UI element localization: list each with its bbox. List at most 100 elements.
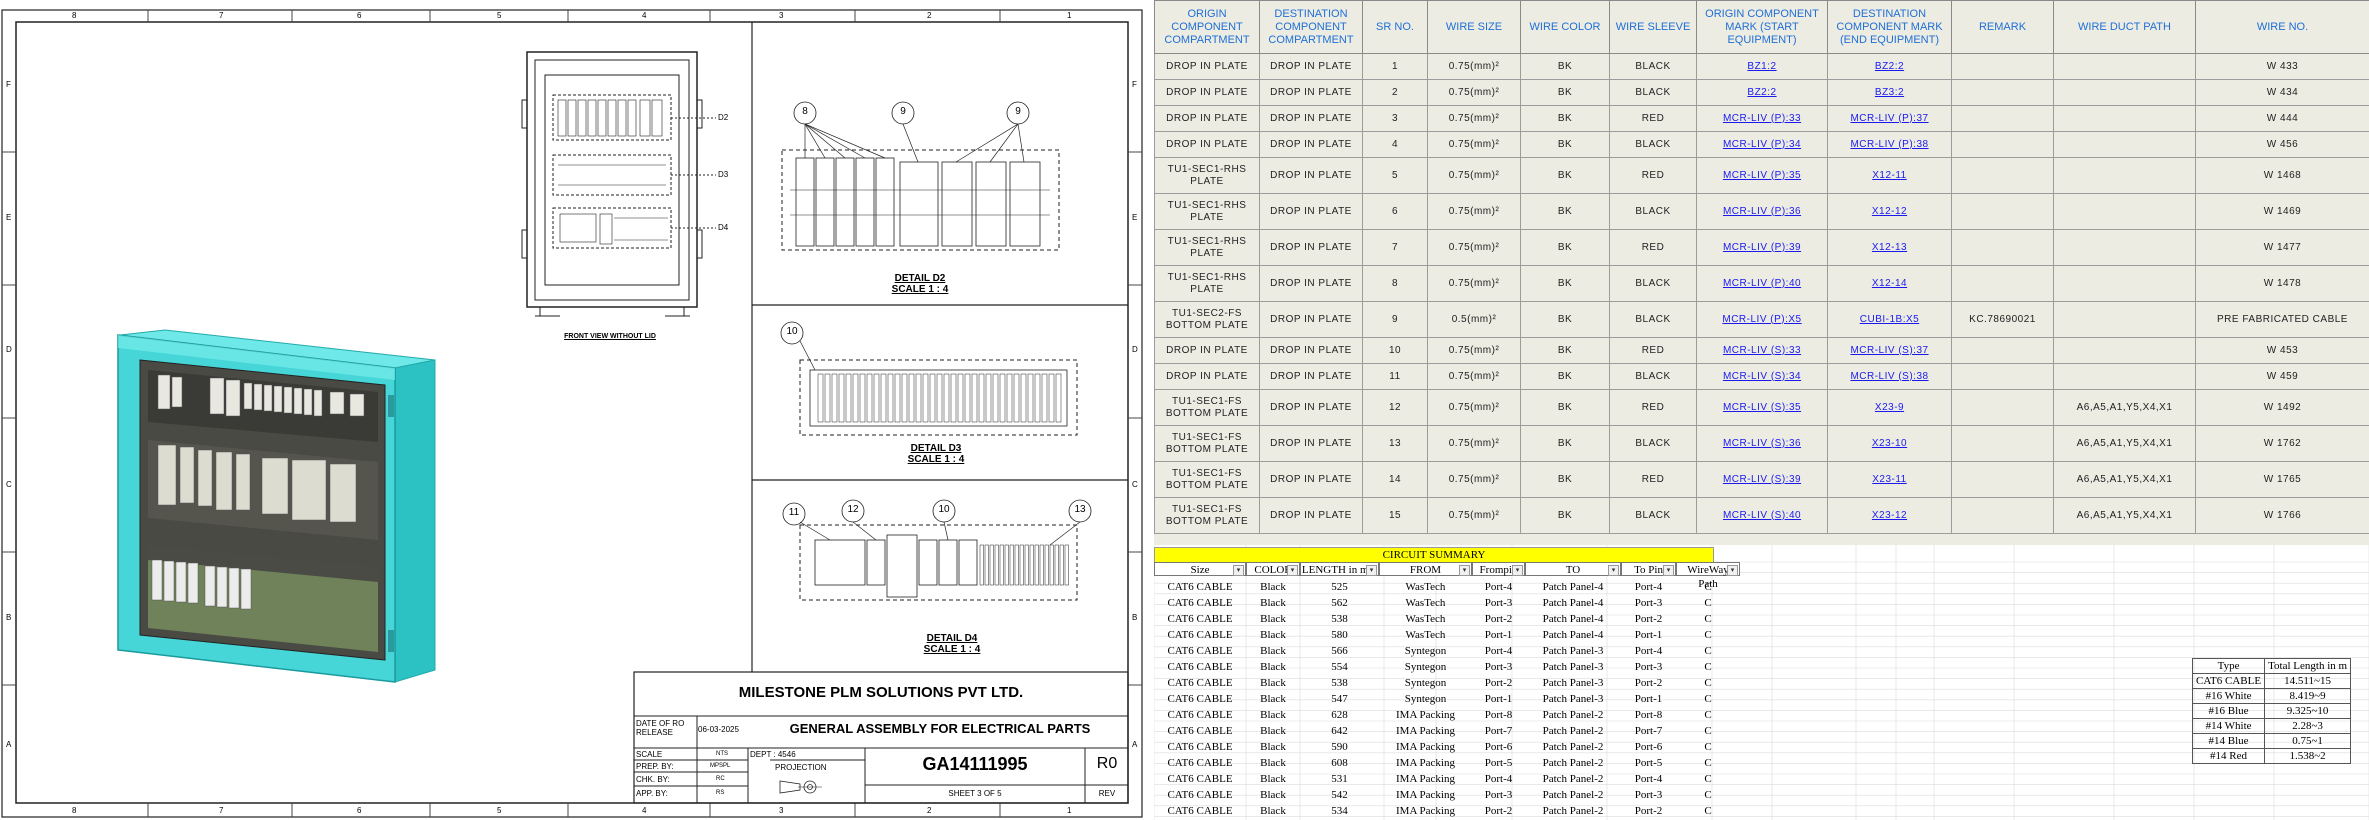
summary-cell: Port-2 [1634, 613, 1663, 625]
wire-component-link[interactable]: CUBI-1B:X5 [1827, 301, 1952, 338]
summary-cell: Port-3 [1634, 789, 1663, 801]
filter-dropdown-icon[interactable]: ▾ [1608, 565, 1619, 576]
summary-cell: CAT6 CABLE [1167, 757, 1233, 769]
wire-component-link[interactable]: MCR-LIV (P):35 [1696, 157, 1828, 194]
wire-component-link[interactable]: BZ1:2 [1696, 53, 1828, 80]
wire-component-link[interactable]: MCR-LIV (P):X5 [1696, 301, 1828, 338]
wire-table-cell: 2 [1362, 79, 1428, 106]
wire-table-cell: BLACK [1609, 131, 1697, 158]
wire-component-link[interactable]: MCR-LIV (P):40 [1696, 265, 1828, 302]
wire-component-link[interactable]: MCR-LIV (S):40 [1696, 497, 1828, 534]
wire-component-link[interactable]: MCR-LIV (P):33 [1696, 105, 1828, 132]
wire-table-cell: BK [1520, 53, 1610, 80]
wire-component-link[interactable]: MCR-LIV (S):35 [1696, 389, 1828, 426]
summary-cell: Port-2 [1484, 613, 1513, 625]
wire-table-cell: DROP IN PLATE [1259, 461, 1363, 498]
detail-d3-drawing [780, 321, 1078, 436]
summary-cell: Black [1260, 597, 1286, 609]
length-summary-cell: 0.75~1 [2264, 733, 2352, 749]
title-block [633, 671, 1129, 804]
wire-table-cell [2053, 193, 2196, 230]
wire-component-link[interactable]: X23-9 [1827, 389, 1952, 426]
wire-component-link[interactable]: X23-12 [1827, 497, 1952, 534]
wire-component-link[interactable]: MCR-LIV (S):36 [1696, 425, 1828, 462]
wire-component-link[interactable]: MCR-LIV (S):37 [1827, 337, 1952, 364]
wire-table-cell [2053, 105, 2196, 132]
wire-component-link[interactable]: MCR-LIV (P):36 [1696, 193, 1828, 230]
filter-dropdown-icon[interactable]: ▾ [1366, 565, 1377, 576]
wire-table-cell: RED [1609, 229, 1697, 266]
wire-component-link[interactable]: MCR-LIV (P):38 [1827, 131, 1952, 158]
wire-component-link[interactable]: X12-14 [1827, 265, 1952, 302]
wire-component-link[interactable]: MCR-LIV (P):39 [1696, 229, 1828, 266]
wire-component-link[interactable]: X12-11 [1827, 157, 1952, 194]
summary-column-header[interactable]: FROM▾ [1379, 562, 1472, 576]
border-row-label: D [6, 345, 12, 354]
wire-table-header-2: SR NO. [1362, 0, 1428, 54]
rev-label: REV [1098, 789, 1116, 798]
summary-column-header[interactable]: TO▾ [1525, 562, 1621, 576]
wire-table-cell: DROP IN PLATE [1259, 53, 1363, 80]
wire-component-link[interactable]: MCR-LIV (S):39 [1696, 461, 1828, 498]
wire-table-cell: 3 [1362, 105, 1428, 132]
wire-table-cell: 0.5(mm)² [1427, 301, 1521, 338]
wire-component-link[interactable]: BZ2:2 [1827, 53, 1952, 80]
wire-table-cell: TU1-SEC1-FS BOTTOM PLATE [1154, 389, 1260, 426]
wire-component-link[interactable]: MCR-LIV (S):33 [1696, 337, 1828, 364]
summary-cell: Black [1260, 741, 1286, 753]
wire-table-cell: DROP IN PLATE [1259, 157, 1363, 194]
wire-table-cell: RED [1609, 157, 1697, 194]
wire-table-cell: W 1468 [2195, 157, 2369, 194]
drawing-number: GA14111995 [922, 754, 1028, 774]
filter-dropdown-icon[interactable]: ▾ [1663, 565, 1674, 576]
wire-table-cell: BLACK [1609, 425, 1697, 462]
summary-column-header[interactable]: COLOR▾ [1246, 562, 1300, 576]
front-view-label: FRONT VIEW WITHOUT LID [564, 333, 656, 340]
wire-component-link[interactable]: MCR-LIV (S):34 [1696, 363, 1828, 390]
callout-9b: 9 [1015, 106, 1021, 117]
wire-table-cell: W 1469 [2195, 193, 2369, 230]
front-view-tag-d2: D2 [718, 113, 729, 122]
length-summary-cell: 9.325~10 [2264, 703, 2352, 719]
filter-dropdown-icon[interactable]: ▾ [1459, 565, 1470, 576]
wire-component-link[interactable]: X12-13 [1827, 229, 1952, 266]
wire-component-link[interactable]: MCR-LIV (S):38 [1827, 363, 1952, 390]
filter-dropdown-icon[interactable]: ▾ [1233, 565, 1244, 576]
drawing-title: GENERAL ASSEMBLY FOR ELECTRICAL PARTS [789, 721, 1091, 736]
summary-column-header[interactable]: Frompin▾ [1472, 562, 1525, 576]
wire-table-cell: KC.78690021 [1951, 301, 2054, 338]
drawing-svg [1, 9, 1143, 818]
summary-column-header[interactable]: To Pin▾ [1621, 562, 1676, 576]
summary-cell: 538 [1331, 613, 1348, 625]
border-col-label: 2 [927, 806, 932, 815]
filter-dropdown-icon[interactable]: ▾ [1512, 565, 1523, 576]
summary-column-header[interactable]: Size▾ [1154, 562, 1246, 576]
summary-cell: C [1704, 773, 1712, 785]
wire-table-cell: BLACK [1609, 79, 1697, 106]
wire-table-cell [1951, 425, 2054, 462]
wire-component-link[interactable]: X23-11 [1827, 461, 1952, 498]
wire-component-link[interactable]: MCR-LIV (P):34 [1696, 131, 1828, 158]
filter-dropdown-icon[interactable]: ▾ [1287, 565, 1298, 576]
border-col-label: 1 [1067, 806, 1072, 815]
filter-dropdown-icon[interactable]: ▾ [1727, 565, 1738, 576]
wire-component-link[interactable]: X23-10 [1827, 425, 1952, 462]
summary-cell: 566 [1331, 645, 1348, 657]
wire-table-cell: BLACK [1609, 497, 1697, 534]
summary-column-header[interactable]: WireWay Path▾ [1676, 562, 1740, 590]
wire-component-link[interactable]: BZ2:2 [1696, 79, 1828, 106]
wire-component-link[interactable]: BZ3:2 [1827, 79, 1952, 106]
wire-component-link[interactable]: X12-12 [1827, 193, 1952, 230]
front-view-tag-d3: D3 [718, 170, 729, 179]
wire-component-link[interactable]: MCR-LIV (P):37 [1827, 105, 1952, 132]
wire-table-cell: 5 [1362, 157, 1428, 194]
detail-d4-drawing [782, 499, 1092, 601]
length-summary-cell: 8.419~9 [2264, 688, 2352, 704]
wire-table-cell: W 1765 [2195, 461, 2369, 498]
summary-cell: Syntegon [1404, 645, 1447, 657]
detail-d2-drawing [781, 101, 1060, 251]
summary-cell: Syntegon [1404, 661, 1447, 673]
summary-column-header[interactable]: LENGTH in mm▾ [1300, 562, 1379, 576]
